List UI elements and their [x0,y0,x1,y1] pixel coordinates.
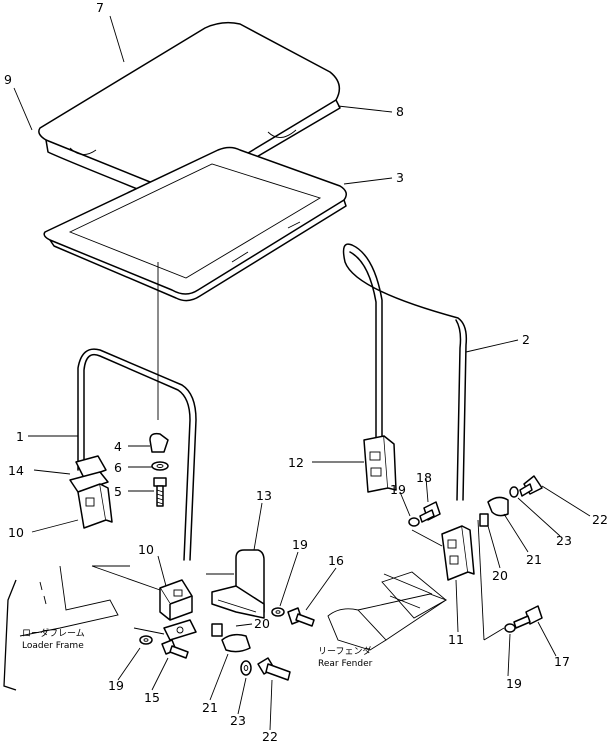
bolt-22-right-part [519,475,543,497]
loader-frame-en-text: Loader Frame [22,641,84,651]
label-part-11: 11 [448,632,464,647]
label-part-20-left: 20 [254,616,270,631]
label-part-19-lower-right: 19 [506,676,522,691]
label-part-18: 18 [416,470,432,485]
bracket-11-part [441,525,475,581]
label-part-19-upper-right: 19 [390,482,406,497]
rear-fender-jp-text: リーフェンダ [318,645,371,657]
loader-frame-jp-text: ローダフレーム [22,627,85,639]
bolt-5-part [153,477,167,507]
label-part-21-right: 21 [526,552,542,567]
label-part-19-center: 19 [292,537,308,552]
spacer-20-right-part [479,513,489,527]
clip-21-left-part [221,633,251,653]
label-part-23-right: 23 [556,533,572,548]
bolt-16-part [287,607,315,627]
label-part-7: 7 [96,0,104,15]
label-part-23-left: 23 [230,713,246,728]
bolt-22-left-part [257,657,291,681]
washer-23-left-part [240,660,252,676]
label-part-20-right: 20 [492,568,508,583]
washer-19-upper-right-part [408,517,420,527]
label-part-14: 14 [8,463,24,478]
leader-lines [13,15,591,731]
label-part-22-left: 22 [262,729,278,741]
loader-frame-outline [3,565,130,691]
rear-fender-en-text: Rear Fender [318,659,373,669]
bolt-18-part [419,501,441,523]
label-part-3: 3 [396,170,404,185]
bracket-13-part [211,549,265,619]
loader-frame-note: ローダフレーム Loader Frame [22,627,85,651]
label-part-10-left: 10 [8,525,24,540]
right-roll-bar-part [342,243,468,501]
label-part-9: 9 [4,72,12,87]
label-part-16: 16 [328,553,344,568]
plate-10-left-part [77,483,113,529]
washer-23-right-part [509,486,519,498]
label-part-22-right: 22 [592,512,608,527]
part-number-labels: 7 9 8 3 2 1 14 10 4 6 5 12 10 13 19 16 2… [4,0,608,741]
label-part-6: 6 [114,460,122,475]
left-roll-bar-part [77,348,197,561]
label-part-12: 12 [288,455,304,470]
rear-fender-outline [327,571,447,651]
washer-19-center-part [271,607,285,617]
spacer-20-left-part [211,623,223,637]
bracket-12-part [363,435,397,493]
label-part-21-left: 21 [202,700,218,715]
bolt-17-part [513,605,543,629]
label-part-1: 1 [16,429,24,444]
washer-6-part [151,461,169,471]
washer-19-lower-right-part [504,623,516,633]
label-part-5: 5 [114,484,122,499]
clip-4-part [149,432,169,453]
label-part-4: 4 [114,439,122,454]
washer-19-left-part [139,635,153,645]
rear-fender-note: リーフェンダ Rear Fender [318,645,373,669]
clip-21-right-part [487,496,509,517]
canopy-frame-part [43,146,347,302]
bolt-15-part [161,639,189,659]
label-part-8: 8 [396,104,404,119]
label-part-19-left: 19 [108,678,124,693]
bracket-14-part [69,455,109,493]
label-part-13: 13 [256,488,272,503]
label-part-15: 15 [144,690,160,705]
plate-10-lower-part [159,579,197,641]
label-part-17: 17 [554,654,570,669]
label-part-10-lower: 10 [138,542,154,557]
label-part-2: 2 [522,332,530,347]
